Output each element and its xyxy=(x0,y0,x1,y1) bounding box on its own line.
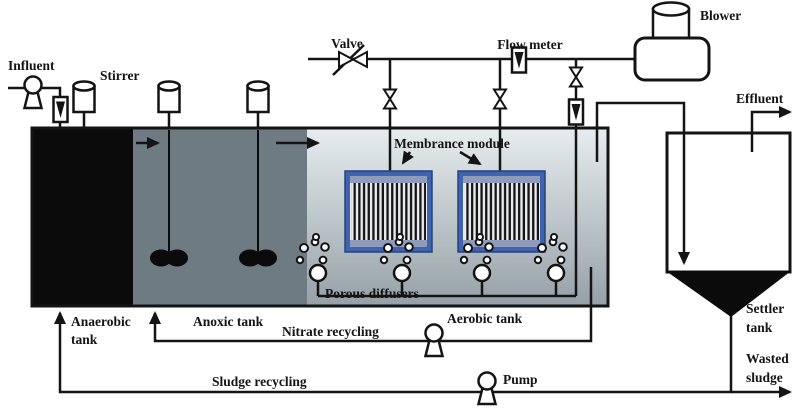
sludge-recycling-label: Sludge recycling xyxy=(212,374,307,389)
anaerobic-tank-label: Anaerobic xyxy=(71,314,131,329)
stirrer-motor-icon xyxy=(72,80,96,129)
check-valve-icon xyxy=(569,66,583,88)
diffuser-grid xyxy=(295,233,576,298)
effluent-label: Effluent xyxy=(736,91,784,106)
diffuser-icon xyxy=(295,233,330,296)
check-valve-icon xyxy=(383,88,397,110)
nitrate-recycling-label: Nitrate recycling xyxy=(282,324,379,339)
permeate-pipe xyxy=(595,101,690,265)
anaerobic-tank-label: tank xyxy=(71,332,98,347)
flow-meter-icon xyxy=(567,98,585,126)
wasted-sludge-label: Wasted xyxy=(746,351,789,366)
membrane1-fibers xyxy=(351,183,426,240)
membrane2-fibers xyxy=(464,183,539,240)
pump-icon xyxy=(424,323,444,358)
flow-meter-icon xyxy=(52,95,69,124)
blower-icon xyxy=(633,1,711,82)
recycle-piping xyxy=(54,267,792,406)
stirrer-motor-icon xyxy=(239,80,277,267)
blower-label: Blower xyxy=(700,8,741,23)
anoxic-tank-label: Anoxic tank xyxy=(193,314,264,329)
pump-icon xyxy=(23,75,43,110)
membrane-module-icon xyxy=(344,170,433,253)
flow-meter-label: Flow meter xyxy=(497,37,563,52)
valve-label: Valve xyxy=(331,36,363,51)
check-valve-icon xyxy=(493,88,507,110)
membrane-label-arrow xyxy=(459,150,482,166)
wasted-sludge-label: sludge xyxy=(746,370,783,385)
membrane-label-arrow xyxy=(401,150,414,165)
porous-diffusers-label: Porous diffusers xyxy=(325,286,419,301)
settler-tank-outline xyxy=(665,131,792,274)
membrane-module-icon xyxy=(457,170,546,253)
nitrate-recycling-pipe xyxy=(149,267,593,343)
effluent-pipe xyxy=(750,106,792,152)
pump-icon xyxy=(477,371,497,406)
stirrer-motor-icon xyxy=(150,80,188,267)
anoxic-tank-fill xyxy=(133,128,307,306)
valve-icon xyxy=(332,44,368,76)
bioreactor-outline xyxy=(30,126,610,308)
labels: Influent Stirrer Valve Flow meter Blower… xyxy=(8,8,789,389)
anaerobic-tank-fill xyxy=(32,128,133,306)
diffuser-icon xyxy=(379,233,414,296)
influent-label: Influent xyxy=(8,58,55,73)
settler-assembly xyxy=(595,101,792,317)
stirrer-label: Stirrer xyxy=(100,68,139,83)
settler-funnel xyxy=(666,271,791,317)
influent-assembly xyxy=(8,75,69,130)
membrane-module-label: Membrance module xyxy=(394,136,510,151)
aerobic-tank-label: Aerobic tank xyxy=(447,311,523,326)
settler-tank-label: Settler xyxy=(746,301,784,316)
stirrers xyxy=(72,80,277,267)
diffuser-icon xyxy=(459,233,494,296)
air-piping xyxy=(308,1,711,296)
diffuser-icon xyxy=(533,233,568,296)
settler-tank-label: tank xyxy=(746,320,773,335)
bioreactor-tank xyxy=(30,126,610,308)
sludge-recycling-pipe xyxy=(54,311,733,394)
pump-label: Pump xyxy=(503,372,538,387)
